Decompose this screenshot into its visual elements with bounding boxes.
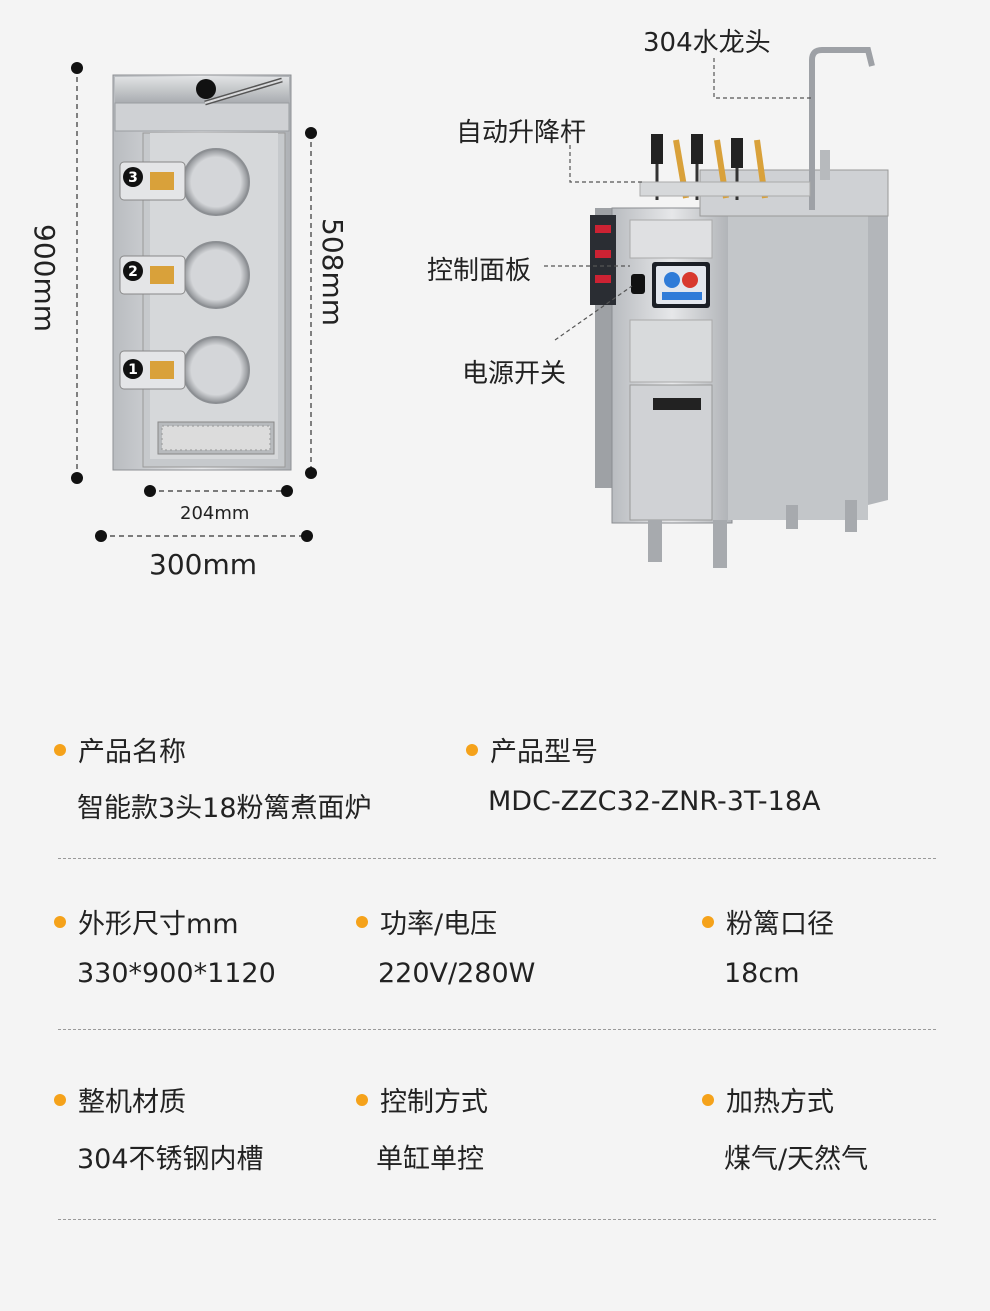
bullet-dot [54,915,66,928]
spec-label-control-mode: 控制方式 [356,1080,488,1119]
width-dimension-label: 300mm [149,548,257,581]
product-diagram: 3 2 1 [71,47,889,568]
spec-value-model: MDC-ZZC32-ZNR-3T-18A [488,786,821,817]
divider [58,1029,936,1030]
dimension-lines [76,68,312,537]
inner-width-dimension-label: 204mm [180,503,250,524]
bullet-dot [702,915,714,928]
product-photo [590,47,889,568]
control-panel-callout: 控制面板 [427,256,532,286]
bullet-dot [54,1093,66,1106]
spec-value-heating-mode: 煤气/天然气 [724,1144,869,1175]
dimension-endpoints [71,62,317,542]
spec-label-heating-mode: 加热方式 [702,1080,834,1119]
lift-rod-callout: 自动升降杆 [456,118,587,148]
spec-label-product-name: 产品名称 [54,730,186,769]
spec-value-dimensions: 330*900*1120 [77,958,276,989]
faucet-callout: 304水龙头 [643,28,771,58]
height-dimension-label: 900mm [28,224,61,332]
spec-value-product-name: 智能款3头18粉篱煮面炉 [77,793,372,824]
power-switch-callout: 电源开关 [462,359,567,389]
basket-number-1: 1 [128,362,138,378]
basket-number-2: 2 [128,264,138,280]
spec-label-dimensions: 外形尺寸mm [54,902,239,941]
spec-value-material: 304不锈钢内槽 [77,1144,264,1175]
top-view-machine [112,74,292,471]
bullet-dot [54,743,66,756]
spec-value-power: 220V/280W [378,958,536,989]
basket-number-badges: 3 2 1 [123,167,143,379]
inner-height-dimension-label: 508mm [316,218,349,326]
basket-number-3: 3 [128,170,138,186]
spec-label-power: 功率/电压 [356,902,497,941]
bullet-dot [356,915,368,928]
bullet-dot [466,743,478,756]
callout-leaders [544,58,812,341]
spec-label-basket-diameter: 粉篱口径 [702,902,834,941]
spec-label-model: 产品型号 [466,730,598,769]
divider [58,858,936,859]
divider [58,1219,936,1220]
bullet-dot [356,1093,368,1106]
bullet-dot [702,1093,714,1106]
spec-value-control-mode: 单缸单控 [376,1144,484,1175]
spec-label-material: 整机材质 [54,1080,186,1119]
spec-value-basket-diameter: 18cm [724,958,800,989]
